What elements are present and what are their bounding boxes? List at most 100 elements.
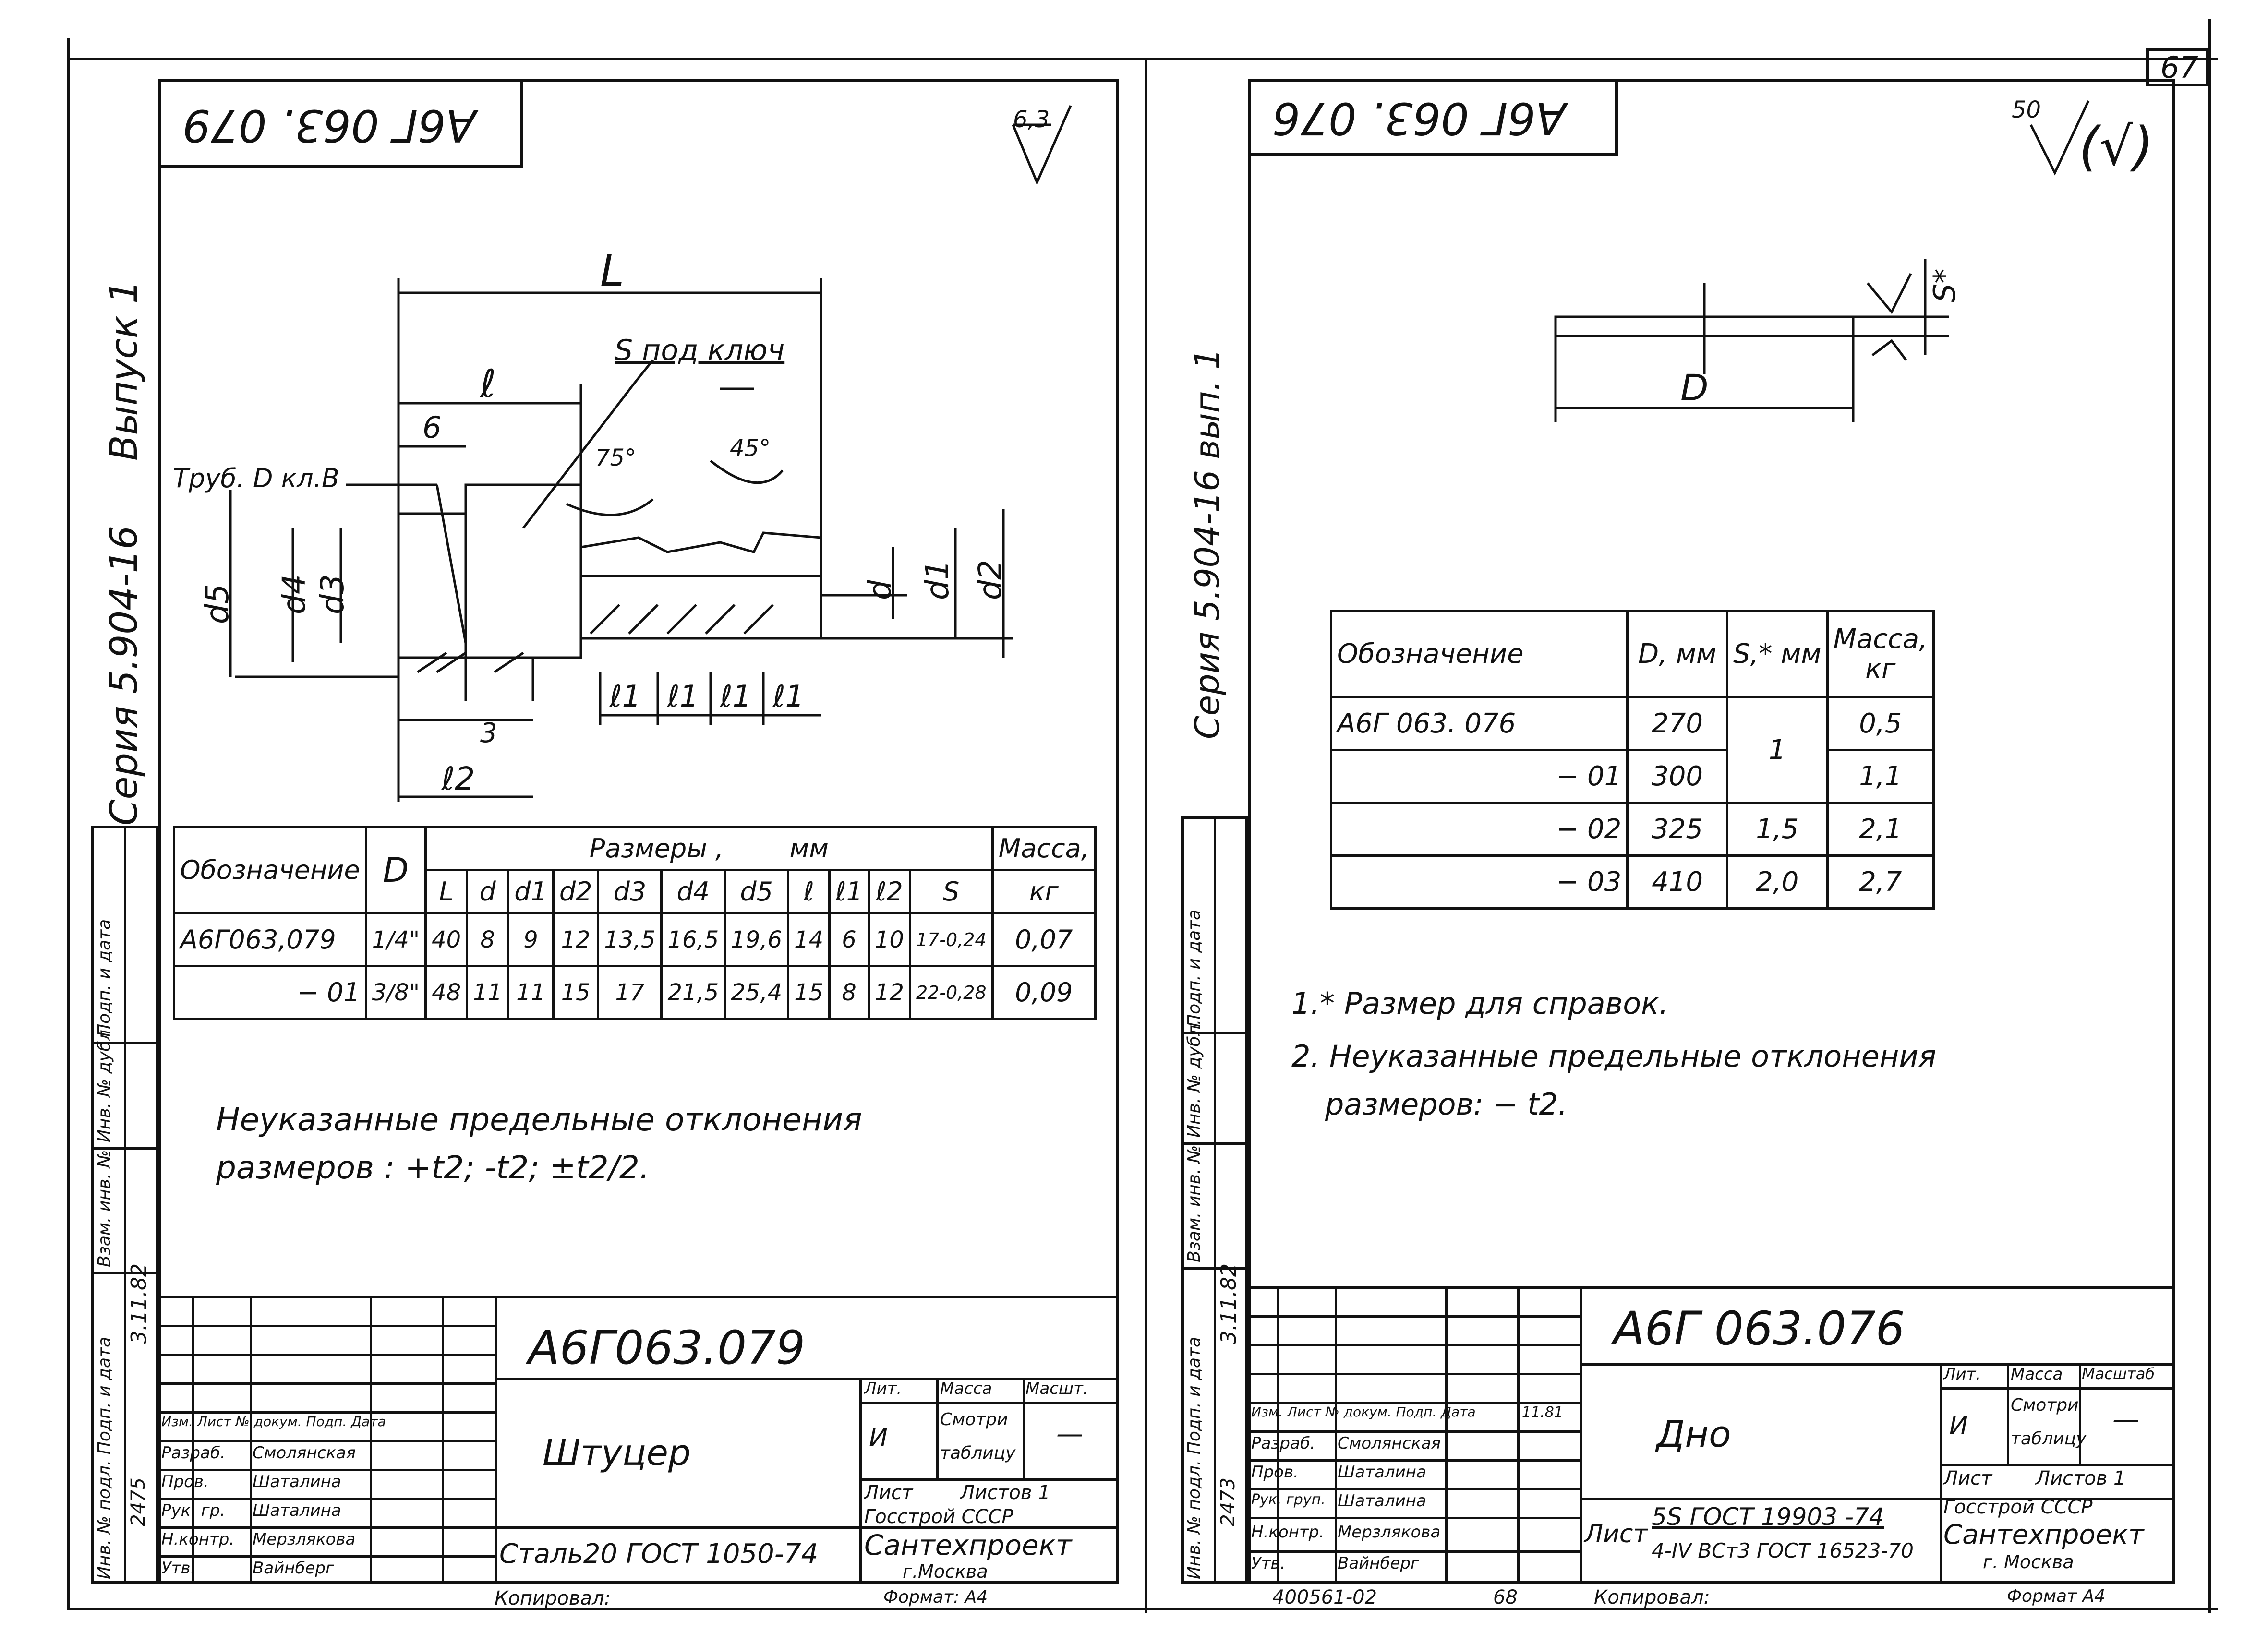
cell: 1,1	[1826, 749, 1935, 804]
right-roughness-paren: (√)	[2079, 116, 2154, 177]
right-tb-razrab: Разраб.	[1251, 1434, 1315, 1453]
page-number-box	[2146, 48, 2208, 86]
left-tb-divider	[495, 1296, 497, 1584]
right-plate-drawing	[1554, 259, 1949, 422]
left-fitting-drawing	[229, 278, 1013, 802]
dim-d5: d5	[199, 584, 236, 624]
left-sig-row	[158, 1325, 495, 1327]
left-tb-org3: г.Москва	[903, 1561, 988, 1582]
right-dim-S: S*	[1927, 268, 1962, 302]
left-sig-row	[158, 1498, 495, 1500]
cell: 0,09	[991, 965, 1097, 1020]
th-mass-label: Масса,	[1833, 623, 1928, 655]
dim-l1: ℓ1	[720, 679, 752, 714]
right-tb-col	[2007, 1363, 2009, 1464]
cell: 8	[466, 912, 510, 967]
cell: 19,6	[724, 912, 790, 967]
right-side-label: Инв. № дубл.	[1184, 1019, 1204, 1138]
th-col: L	[424, 869, 469, 914]
cell: 6	[828, 912, 870, 967]
dim-l: ℓ	[480, 361, 496, 406]
left-tb-razrab: Разраб.	[161, 1443, 226, 1463]
right-series-side: Серия 5.904-16 вып. 1	[1188, 348, 1227, 739]
th-D: D, мм	[1626, 610, 1729, 698]
cell: 8	[828, 965, 870, 1020]
cell: 2,0	[1726, 854, 1829, 910]
left-tb-row	[859, 1402, 1119, 1404]
th-col: ℓ	[787, 869, 831, 914]
left-tb-row	[495, 1378, 1119, 1380]
cell: А6Г063,079	[173, 912, 367, 967]
right-tb-list-prefix: Лист	[1584, 1520, 1648, 1548]
left-tb-rukgr: Рук. гр.	[161, 1501, 226, 1520]
right-tb-org1: Госстрой СССР	[1943, 1496, 2093, 1518]
cell: 40	[424, 912, 469, 967]
right-sig-row	[1248, 1430, 1580, 1433]
dim-6: 6	[422, 410, 442, 445]
left-tb-col	[859, 1378, 862, 1584]
cell: 12	[552, 912, 600, 967]
cell: 1	[1726, 696, 1829, 804]
right-sig-col	[1517, 1286, 1520, 1584]
right-tb-tablicu: таблицу	[2011, 1429, 2087, 1449]
cell: 48	[424, 965, 469, 1020]
right-sig-row	[1248, 1373, 1580, 1375]
cell: 3/8"	[364, 965, 427, 1020]
th-designation: Обозначение	[1329, 610, 1629, 698]
left-tb-nkontr-name: Мерзлякова	[253, 1530, 356, 1549]
left-sig-row	[158, 1354, 495, 1356]
left-tb-tablicu: таблицу	[940, 1443, 1016, 1463]
th-S: S,* мм	[1726, 610, 1829, 698]
right-tb-code: А6Г 063.076	[1613, 1302, 1905, 1356]
right-sig-row	[1248, 1459, 1580, 1462]
left-tb-row	[859, 1478, 1119, 1481]
left-tb-smotri: Смотри	[940, 1410, 1008, 1429]
cell: 11	[466, 965, 510, 1020]
right-sig-col	[1335, 1286, 1337, 1584]
right-tb-divider	[1580, 1286, 1582, 1584]
right-note-2-line1: 2. Неуказанные предельные отклонения	[1291, 1039, 1937, 1074]
right-sig-row	[1248, 1402, 1580, 1404]
right-note-1: 1.* Размер для справок.	[1291, 986, 1669, 1021]
th-col: d	[466, 869, 510, 914]
right-tb-smotri: Смотри	[2011, 1395, 2079, 1415]
cell: − 02	[1329, 802, 1629, 857]
right-tb-izm: Изм. Лист № докум. Подп. Дата	[1251, 1404, 1476, 1420]
left-side-label: Подп. и дата	[95, 919, 114, 1037]
left-sig-row	[158, 1382, 495, 1385]
left-side-stamp-row	[91, 1042, 158, 1044]
left-tb-rukgr-name: Шаталина	[253, 1501, 341, 1520]
right-tb-org2: Сантехпроект	[1943, 1519, 2144, 1550]
left-sig-row	[158, 1440, 495, 1442]
right-tb-rukgr: Рук. груп.	[1251, 1491, 1326, 1508]
table-row: − 03 410 2,0 2,7	[1329, 854, 1935, 910]
right-spec-table: Обозначение D, мм S,* мм Масса,кг А6Г 06…	[1329, 610, 1935, 910]
right-tb-material1: 5S ГОСТ 19903 -74	[1652, 1503, 1884, 1531]
right-side-stamp-row	[1181, 1267, 1248, 1270]
cell: 25,4	[724, 965, 790, 1020]
cell: 13,5	[597, 912, 663, 967]
th-col: d2	[552, 869, 600, 914]
right-roughness-symbol	[2029, 100, 2090, 176]
left-spec-table: Обозначение D Размеры , мм Масса, L d d1…	[173, 826, 1097, 1020]
left-side-label: Взам. инв. №	[95, 1150, 114, 1267]
label-pipe-thread: Труб. D кл.В	[173, 463, 339, 493]
right-sig-row	[1248, 1315, 1580, 1318]
left-roughness-value: 6,3	[1013, 106, 1050, 133]
right-note-2-line2: размеров: − t2.	[1325, 1087, 1568, 1122]
th-col: d3	[597, 869, 663, 914]
left-tb-lit-val: И	[869, 1424, 888, 1452]
th-D: D	[364, 826, 427, 914]
dim-3: 3	[480, 718, 497, 749]
left-tb-izm: Изм. Лист № докум. Подп. Дата	[161, 1414, 386, 1429]
left-tb-prov: Пров.	[161, 1472, 209, 1491]
left-tb-list: Лист	[864, 1482, 913, 1504]
left-tb-utv: Утв.	[161, 1559, 196, 1578]
left-note-line2: размеров : +t2; -t2; ±t2/2.	[216, 1149, 650, 1186]
cell: 9	[507, 912, 555, 967]
left-tb-listov: Листов 1	[960, 1482, 1050, 1504]
cell: 15	[787, 965, 831, 1020]
page-bottom-line	[67, 1608, 2218, 1610]
right-side-date: 3.11.82	[1217, 1263, 1241, 1344]
left-format: Формат: А4	[883, 1587, 988, 1607]
